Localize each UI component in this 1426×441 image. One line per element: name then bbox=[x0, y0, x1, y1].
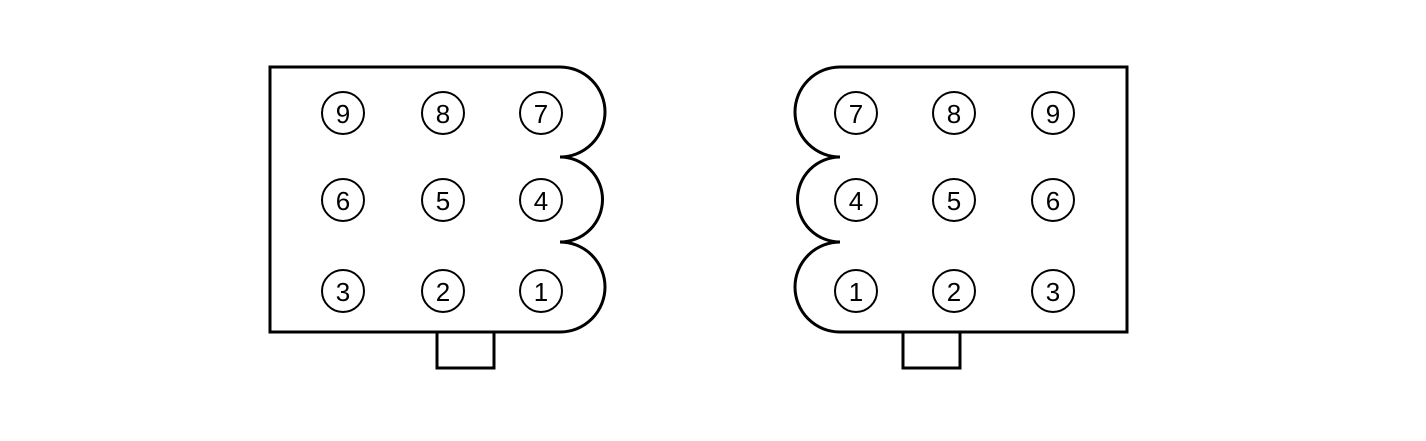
pin-circle bbox=[321, 269, 365, 313]
pin-5: 5 bbox=[421, 178, 465, 222]
pin-label: 7 bbox=[849, 99, 863, 129]
pin-8: 8 bbox=[932, 91, 976, 135]
connector-right-latch bbox=[901, 330, 962, 370]
pin-circle bbox=[421, 91, 465, 135]
pin-label: 1 bbox=[849, 277, 863, 307]
pin-4: 4 bbox=[519, 178, 563, 222]
pin-circle bbox=[519, 91, 563, 135]
pin-3: 3 bbox=[1031, 269, 1075, 313]
pin-9: 9 bbox=[1031, 91, 1075, 135]
connector-left-body bbox=[268, 65, 607, 334]
pin-label: 2 bbox=[947, 277, 961, 307]
pin-1: 1 bbox=[834, 269, 878, 313]
pin-circle bbox=[834, 269, 878, 313]
pin-label: 8 bbox=[436, 99, 450, 129]
pin-label: 4 bbox=[534, 186, 548, 216]
pin-label: 4 bbox=[849, 186, 863, 216]
pin-circle bbox=[932, 178, 976, 222]
pin-label: 5 bbox=[947, 186, 961, 216]
pin-circle bbox=[1031, 178, 1075, 222]
pin-9: 9 bbox=[321, 91, 365, 135]
pin-label: 2 bbox=[436, 277, 450, 307]
pin-2: 2 bbox=[421, 269, 465, 313]
connector-left: 9 8 7 6 5 4 3 2 1 bbox=[268, 65, 607, 370]
pin-6: 6 bbox=[321, 178, 365, 222]
pin-circle bbox=[834, 178, 878, 222]
connector-left-pins: 9 8 7 6 5 4 3 2 1 bbox=[321, 91, 563, 313]
pin-label: 5 bbox=[436, 186, 450, 216]
pin-circle bbox=[932, 269, 976, 313]
pin-7: 7 bbox=[834, 91, 878, 135]
pin-circle bbox=[1031, 269, 1075, 313]
pin-circle bbox=[321, 91, 365, 135]
connector-right: 7 8 9 4 5 6 1 2 3 bbox=[793, 65, 1129, 370]
pin-circle bbox=[519, 178, 563, 222]
pin-circle bbox=[421, 269, 465, 313]
pin-label: 1 bbox=[534, 277, 548, 307]
pin-5: 5 bbox=[932, 178, 976, 222]
pin-circle bbox=[519, 269, 563, 313]
pin-label: 9 bbox=[336, 99, 350, 129]
pin-label: 9 bbox=[1046, 99, 1060, 129]
pin-8: 8 bbox=[421, 91, 465, 135]
pin-2: 2 bbox=[932, 269, 976, 313]
pin-1: 1 bbox=[519, 269, 563, 313]
connector-right-body bbox=[793, 65, 1129, 334]
pin-6: 6 bbox=[1031, 178, 1075, 222]
pin-circle bbox=[834, 91, 878, 135]
pin-3: 3 bbox=[321, 269, 365, 313]
pin-circle bbox=[1031, 91, 1075, 135]
pin-label: 3 bbox=[336, 277, 350, 307]
pin-label: 7 bbox=[534, 99, 548, 129]
pin-label: 6 bbox=[336, 186, 350, 216]
pin-label: 6 bbox=[1046, 186, 1060, 216]
connector-left-latch bbox=[435, 330, 496, 370]
pin-label: 8 bbox=[947, 99, 961, 129]
connector-right-pins: 7 8 9 4 5 6 1 2 3 bbox=[834, 91, 1075, 313]
pin-circle bbox=[932, 91, 976, 135]
pin-circle bbox=[321, 178, 365, 222]
pin-circle bbox=[421, 178, 465, 222]
pin-label: 3 bbox=[1046, 277, 1060, 307]
pin-7: 7 bbox=[519, 91, 563, 135]
pin-4: 4 bbox=[834, 178, 878, 222]
